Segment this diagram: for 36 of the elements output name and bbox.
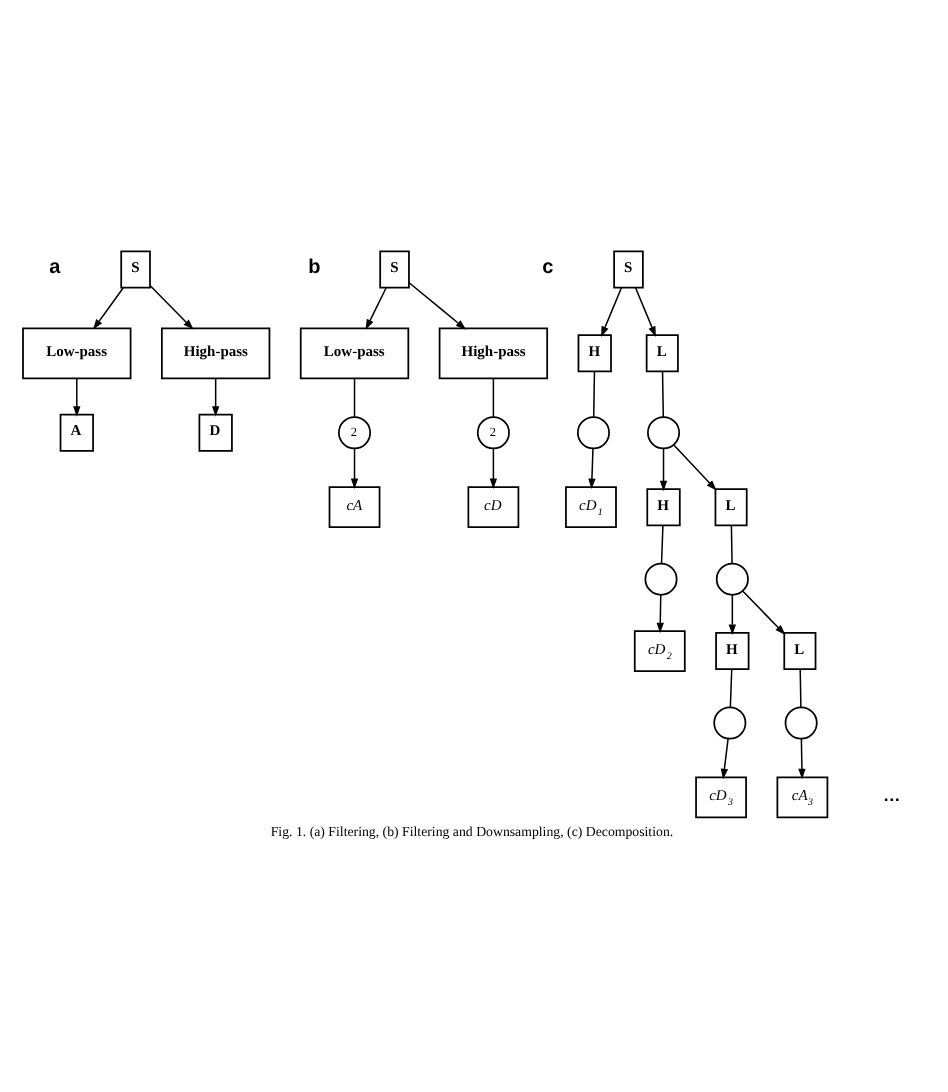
arrow bbox=[742, 590, 786, 635]
arrow bbox=[350, 447, 359, 490]
label: … bbox=[883, 784, 901, 805]
arrow bbox=[601, 287, 623, 337]
node-circle bbox=[784, 706, 818, 740]
arrow bbox=[93, 287, 124, 330]
connector bbox=[492, 377, 495, 418]
arrow bbox=[634, 287, 656, 337]
node-circle bbox=[713, 706, 747, 740]
connector bbox=[592, 370, 596, 418]
arrow bbox=[365, 287, 387, 330]
arrow bbox=[408, 282, 467, 330]
label: c bbox=[542, 257, 554, 280]
connector bbox=[353, 377, 356, 418]
arrow bbox=[798, 738, 806, 780]
arrow bbox=[720, 738, 729, 780]
node-circle bbox=[715, 562, 749, 596]
connector bbox=[799, 668, 802, 708]
arrow bbox=[659, 447, 668, 492]
arrow bbox=[149, 284, 194, 330]
connector bbox=[729, 668, 733, 708]
node-circle bbox=[647, 416, 681, 450]
arrow bbox=[489, 447, 498, 490]
arrow bbox=[728, 594, 736, 635]
label: b bbox=[308, 257, 321, 280]
arrow bbox=[212, 377, 220, 417]
arrow bbox=[656, 594, 664, 634]
arrow bbox=[73, 377, 81, 417]
connector bbox=[661, 370, 665, 418]
connector bbox=[730, 524, 733, 565]
arrow bbox=[673, 444, 717, 491]
node-circle bbox=[576, 416, 610, 450]
arrow bbox=[588, 447, 596, 490]
node-circle bbox=[644, 562, 678, 596]
connector bbox=[660, 524, 664, 565]
label: a bbox=[49, 257, 61, 280]
